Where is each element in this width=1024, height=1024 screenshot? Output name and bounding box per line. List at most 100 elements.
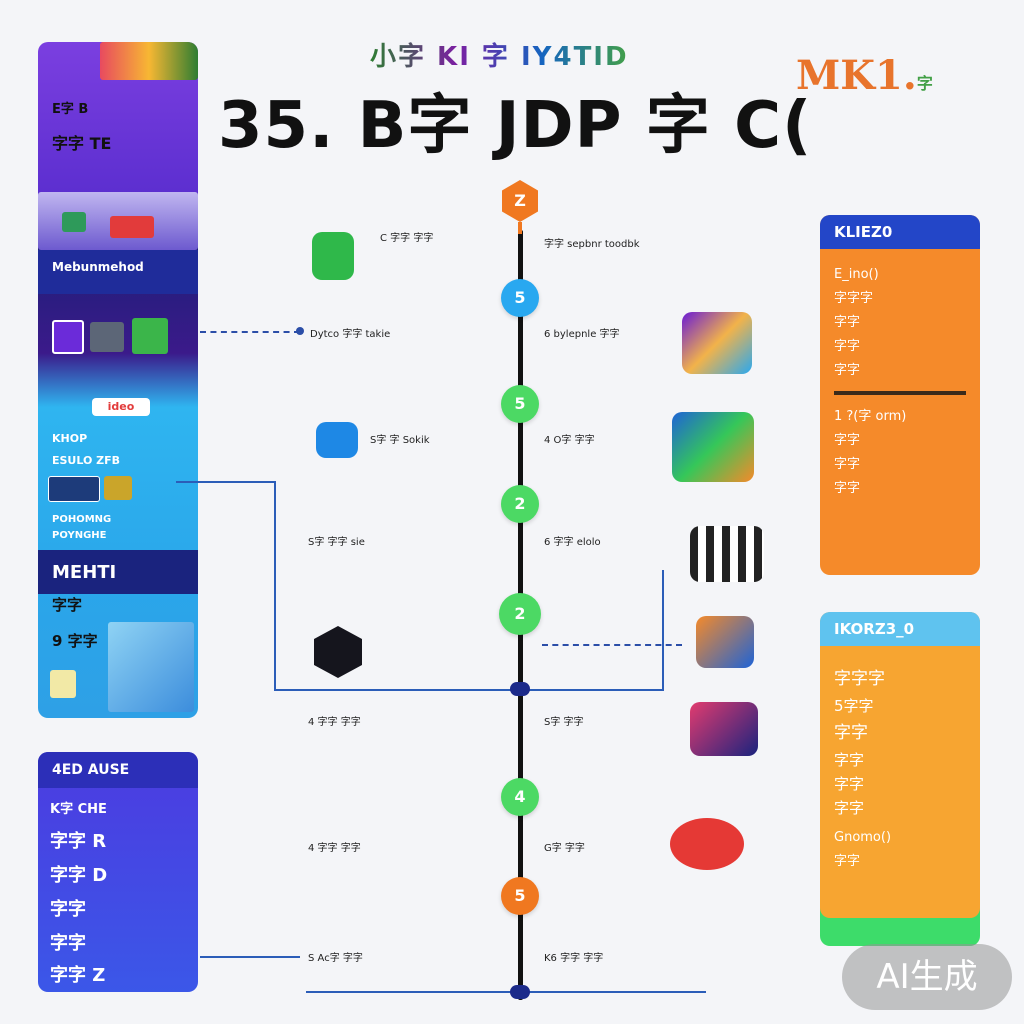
bottom-left-card-row-4: 字字 bbox=[50, 933, 86, 954]
strip-line-2: 字字 TE bbox=[52, 134, 112, 153]
purple-cube-icon bbox=[52, 320, 84, 354]
bottom-left-card-row-2: 字字 D bbox=[50, 865, 108, 886]
right-top-line-9: 字字 bbox=[834, 481, 861, 496]
bottom-left-card-title: 4ED AUSE bbox=[38, 752, 198, 788]
right-bottom-line-8: 字字 bbox=[834, 854, 861, 869]
logo-main-text: MK1. bbox=[796, 52, 917, 99]
strip-line-7: 字字 bbox=[52, 596, 83, 614]
timeline-entry-right-3: 4 O字 字字 bbox=[544, 435, 595, 446]
timeline-node-2[interactable]: 5 bbox=[501, 279, 539, 317]
right-bottom-line-2: 5字字 bbox=[834, 697, 874, 715]
logo-small-text: 字 bbox=[916, 74, 933, 93]
right-top-line-4: 字字 bbox=[834, 339, 861, 354]
toolbox-icon bbox=[62, 212, 86, 232]
timeline-node-7-label: 5 bbox=[514, 886, 526, 905]
strip-badge: ideo bbox=[92, 398, 150, 416]
green-puzzle-icon bbox=[312, 232, 354, 280]
timeline-node-5[interactable]: 2 bbox=[499, 593, 541, 635]
connector-wire-bottom bbox=[200, 956, 300, 958]
timeline-node-6[interactable]: 4 bbox=[501, 778, 539, 816]
timeline-entry-left-3: S字 字 Sokik bbox=[370, 435, 430, 446]
right-bottom-line-3: 字字 bbox=[834, 723, 868, 743]
timeline-entry-left-5: 4 字字 字字 bbox=[308, 717, 361, 728]
connector-wire-v2 bbox=[662, 570, 664, 690]
connector-dot bbox=[296, 327, 304, 335]
right-top-card-title: KLIEZ0 bbox=[820, 215, 980, 249]
right-top-card: KLIEZ0 E_ino() 字字字 字字 字字 字字 1 ?(字 orm) 字… bbox=[820, 215, 980, 575]
bottom-left-card-row-3: 字字 bbox=[50, 899, 86, 920]
blue-chat-icon bbox=[316, 422, 358, 458]
strip-line-5: POHOMNG bbox=[52, 514, 112, 525]
brand-logo: MK1.字 bbox=[796, 52, 933, 99]
right-top-line-5: 字字 bbox=[834, 363, 861, 378]
dark-hexagon-icon bbox=[314, 626, 362, 678]
red-ring-icon bbox=[670, 818, 744, 870]
right-top-line-8: 字字 bbox=[834, 457, 861, 472]
right-bottom-line-4: 字字 bbox=[834, 751, 865, 769]
timeline-entry-right-4: 6 字字 elolo bbox=[544, 537, 601, 548]
right-bottom-card-title: IKORZ3_0 bbox=[820, 612, 980, 646]
left-feature-strip: E字 B 字字 TE Mebunmehod ideo KHOP ESULO ZF… bbox=[38, 42, 198, 718]
timeline-entry-right-6: G字 字字 bbox=[544, 843, 585, 854]
timeline-entry-left-6: 4 字字 字字 bbox=[308, 843, 361, 854]
connector-wire-h1 bbox=[176, 481, 276, 483]
timeline-node-2-label: 5 bbox=[514, 288, 526, 307]
timeline-node-4-label: 2 bbox=[514, 494, 526, 513]
colored-cube-icon bbox=[696, 616, 754, 668]
timeline-joint-2 bbox=[510, 985, 530, 999]
green-chart-icon bbox=[132, 318, 168, 354]
right-top-line-2: 字字字 bbox=[834, 291, 874, 306]
gray-block-icon bbox=[90, 322, 124, 352]
connector-wire-h2 bbox=[274, 689, 664, 691]
node-1-pin bbox=[518, 222, 522, 234]
timeline-entry-left-7: S Ac字 字字 bbox=[308, 953, 363, 964]
strip-line-4: ESULO ZFB bbox=[52, 454, 121, 467]
top-thumbnail-image bbox=[100, 42, 198, 80]
bottom-left-card-row-1: 字字 R bbox=[50, 831, 107, 852]
right-top-line-6: 1 ?(字 orm) bbox=[834, 409, 907, 424]
timeline-node-4[interactable]: 2 bbox=[501, 485, 539, 523]
timeline-entry-left-2: Dytco 字字 takie bbox=[310, 329, 391, 340]
timeline-entry-left-1: C 字字 字字 bbox=[380, 233, 434, 244]
right-bottom-line-7: Gnomo() bbox=[834, 830, 892, 845]
timeline-node-6-label: 4 bbox=[514, 787, 526, 806]
strip-badge-label: ideo bbox=[107, 400, 135, 413]
timeline-joint-1 bbox=[510, 682, 530, 696]
piano-keys-icon bbox=[690, 526, 764, 582]
strip-line-3: KHOP bbox=[52, 432, 88, 445]
right-top-line-1: E_ino() bbox=[834, 267, 879, 282]
tangram-icon bbox=[672, 412, 754, 482]
timeline-node-7[interactable]: 5 bbox=[501, 877, 539, 915]
timeline-entry-right-2: 6 bylepnle 字字 bbox=[544, 329, 620, 340]
connector-dashed-2 bbox=[542, 644, 682, 646]
keyboard-icon bbox=[48, 476, 100, 502]
connector-wire-base bbox=[306, 991, 706, 993]
right-bottom-line-6: 字字 bbox=[834, 799, 865, 817]
bottom-left-card: 4ED AUSE K字 CHE 字字 R 字字 D 字字 字字 字字 Z bbox=[38, 752, 198, 992]
timeline-entry-left-4: S字 字字 sie bbox=[308, 537, 365, 548]
header-subtitle: 小字 KI 字 IY4TID bbox=[370, 36, 629, 73]
connector-dashed-1 bbox=[200, 331, 300, 333]
strip-line-1: E字 B bbox=[52, 102, 89, 117]
right-top-divider bbox=[834, 391, 966, 395]
right-bottom-line-5: 字字 bbox=[834, 775, 865, 793]
timeline-entry-right-5: S字 字字 bbox=[544, 717, 584, 728]
connector-wire-v1 bbox=[274, 481, 276, 690]
monitor-icon bbox=[104, 476, 132, 500]
red-tile-icon bbox=[110, 216, 154, 238]
page-title: 35. B字 JDP 字 C( bbox=[218, 89, 813, 163]
strip-line-8: 9 字字 bbox=[52, 632, 98, 650]
timeline-node-3[interactable]: 5 bbox=[501, 385, 539, 423]
right-bottom-card: IKORZ3_0 字字字 5字字 字字 字字 字字 字字 Gnomo() 字字 bbox=[820, 612, 980, 918]
right-top-line-3: 字字 bbox=[834, 315, 861, 330]
timeline-node-1-label: Z bbox=[514, 191, 526, 210]
timeline-entry-right-1: 字字 sepbnr toodbk bbox=[544, 239, 640, 250]
strip-band-label: Mebunmehod bbox=[52, 260, 144, 274]
strip-line-6: POYNGHE bbox=[52, 530, 107, 541]
timeline-entry-right-7: K6 字字 字字 bbox=[544, 953, 604, 964]
right-bottom-line-1: 字字字 bbox=[834, 669, 885, 689]
strip-big-label: MEHTI bbox=[52, 562, 117, 583]
bottom-left-card-row-5: 字字 Z bbox=[50, 965, 106, 986]
timeline-node-1[interactable]: Z bbox=[502, 180, 538, 222]
right-top-line-7: 字字 bbox=[834, 433, 861, 448]
